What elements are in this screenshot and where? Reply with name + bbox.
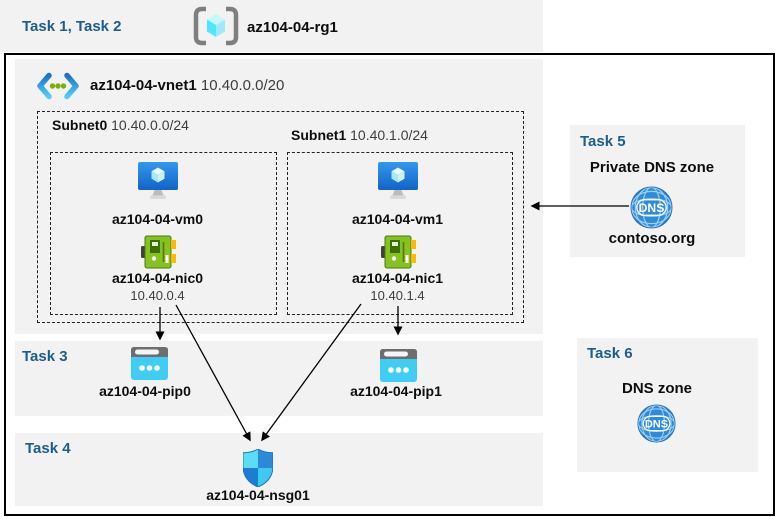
vnet-cidr: 10.40.0.0/20: [200, 77, 285, 94]
vnet-name: az104-04-vnet1: [90, 77, 197, 94]
network-interface-icon: [141, 235, 176, 269]
virtual-machine-icon: [378, 162, 418, 199]
dns-icon-text: DNS: [645, 419, 668, 431]
dns-zone-title: DNS zone: [621, 380, 692, 397]
virtual-machine-icon: [138, 162, 178, 199]
task-1-2-banner: Task 1, Task 2: [0, 0, 543, 52]
resource-group-icon: [193, 6, 239, 46]
contoso-org-label: contoso.org: [608, 230, 696, 247]
task-6-box: Task 6: [577, 338, 758, 472]
nic0-label: az104-04-nic0: [111, 270, 204, 286]
task-3-band: Task 3: [15, 341, 543, 416]
subnet1-inner-box: [287, 152, 513, 315]
dns-globe-icon: DNS: [637, 404, 676, 443]
subnet0-label: Subnet0 10.40.0.0/24: [52, 117, 189, 133]
task-5-label: Task 5: [580, 133, 626, 150]
virtual-network-icon: [37, 72, 79, 100]
nic1-label: az104-04-nic1: [351, 270, 444, 286]
vm1-label: az104-04-vm1: [351, 211, 444, 227]
resource-group-label: az104-04-rg1: [247, 19, 338, 36]
shield-icon: [243, 449, 273, 487]
vnet-box: [15, 59, 543, 334]
nic1-ip: 10.40.1.4: [370, 288, 425, 303]
task-4-label: Task 4: [25, 440, 71, 457]
public-ip-icon: [380, 349, 417, 382]
task-4-band: Task 4: [15, 433, 543, 506]
vm0-label: az104-04-vm0: [111, 211, 204, 227]
task-6-label: Task 6: [587, 345, 633, 362]
nsg-label: az104-04-nsg01: [206, 487, 310, 503]
pip1-label: az104-04-pip1: [350, 383, 442, 399]
private-dns-zone-title: Private DNS zone: [589, 159, 715, 176]
task-1-2-label: Task 1, Task 2: [22, 18, 122, 35]
dns-globe-icon: DNS: [630, 186, 673, 229]
subnet0-inner-box: [50, 152, 277, 315]
pip0-label: az104-04-pip0: [99, 383, 191, 399]
task-3-label: Task 3: [22, 348, 68, 365]
vnet-label: az104-04-vnet1 10.40.0.0/20: [90, 77, 285, 95]
nic0-ip: 10.40.0.4: [130, 288, 185, 303]
subnet1-label: Subnet1 10.40.1.0/24: [291, 127, 428, 143]
dns-icon-text: DNS: [639, 201, 665, 215]
network-interface-icon: [381, 235, 416, 269]
public-ip-icon: [131, 347, 168, 380]
